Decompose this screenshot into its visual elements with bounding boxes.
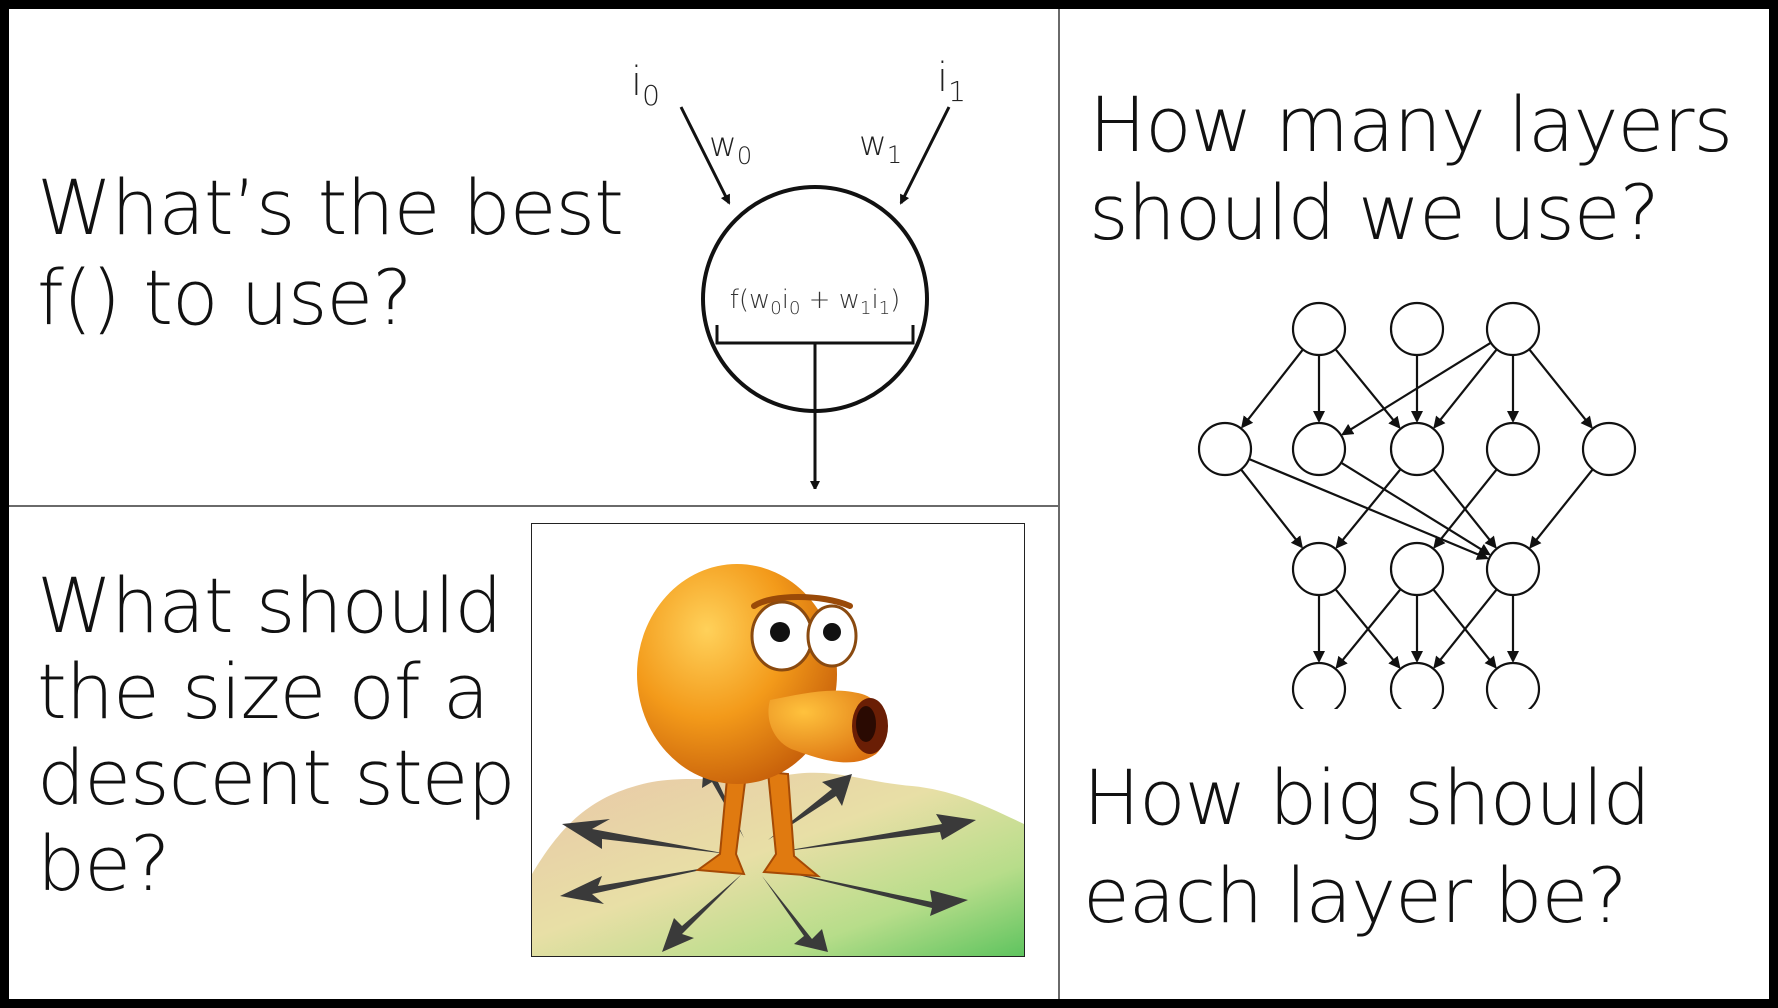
- layers-question-line-2: should we use?: [1089, 168, 1660, 257]
- right-leg: [762, 770, 822, 878]
- network-node-layer-2: [1291, 421, 1347, 477]
- step-size-question: What should the size of a descent step b…: [37, 561, 516, 908]
- network-node-layer-3: [1291, 541, 1347, 597]
- network-node-layer-3: [1485, 541, 1541, 597]
- network-node-layer-1: [1485, 301, 1541, 357]
- activation-question-line-2: f() to use?: [37, 253, 413, 342]
- layer-size-question: How big should each layer be?: [1083, 749, 1651, 945]
- input-0-label: i0: [631, 59, 660, 112]
- network-node-layer-4: [1389, 661, 1445, 709]
- step-size-question-line-3: descent step: [37, 733, 516, 822]
- network-node-layer-4: [1291, 661, 1347, 709]
- activation-question: What’s the best f() to use?: [37, 163, 624, 343]
- network-node-layer-2: [1389, 421, 1445, 477]
- slide: What’s the best f() to use? i0 i1 w0 w1: [9, 9, 1769, 999]
- left-pupil: [770, 622, 790, 642]
- network-edge: [1529, 468, 1594, 549]
- horizontal-divider: [9, 505, 1058, 507]
- network-node-layer-3: [1389, 541, 1445, 597]
- network-edge: [1341, 341, 1492, 436]
- network-edge: [1334, 348, 1401, 429]
- weight-0-label: w0: [709, 125, 752, 170]
- layers-question-line-1: How many layers: [1089, 80, 1733, 169]
- network-edge: [1241, 348, 1304, 429]
- qbert-character-icon: [531, 523, 1025, 957]
- network-edge: [1433, 468, 1498, 549]
- network-diagram: [1197, 301, 1637, 709]
- weight-1-label: w1: [859, 124, 902, 169]
- network-edges: [1240, 341, 1594, 669]
- neuron-diagram: i0 i1 w0 w1 f(w0i0 + w1i1): [631, 55, 966, 489]
- layer-size-question-line-1: How big should: [1083, 753, 1651, 842]
- step-size-question-line-1: What should: [37, 561, 503, 650]
- layers-question: How many layers should we use?: [1089, 80, 1733, 257]
- network-node-layer-1: [1291, 301, 1347, 357]
- network-edge: [1240, 468, 1303, 549]
- neuron-formula: f(w0i0 + w1i1): [730, 285, 901, 319]
- network-edge: [1433, 588, 1498, 669]
- input-0-arrow: [679, 106, 731, 205]
- brow: [751, 594, 853, 609]
- input-1-arrow: [899, 106, 951, 205]
- network-node-layer-2: [1485, 421, 1541, 477]
- network-node-layer-2: [1197, 421, 1253, 477]
- network-edge: [1335, 588, 1402, 669]
- layer-size-question-line-2: each layer be?: [1083, 851, 1628, 940]
- network-edge: [1340, 461, 1491, 556]
- network-edge: [1528, 348, 1593, 429]
- network-edge: [1335, 468, 1402, 549]
- step-size-question-line-2: the size of a: [37, 647, 489, 736]
- network-nodes: [1197, 301, 1637, 709]
- activation-question-line-1: What’s the best: [37, 163, 624, 252]
- network-edge: [1433, 348, 1498, 429]
- snout-inner: [856, 706, 876, 742]
- network-node-layer-1: [1389, 301, 1445, 357]
- network-node-layer-2: [1581, 421, 1637, 477]
- step-size-question-line-4: be?: [37, 819, 170, 908]
- vertical-divider: [1058, 9, 1060, 999]
- input-1-label: i1: [937, 55, 966, 108]
- network-node-layer-4: [1485, 661, 1541, 709]
- right-pupil: [823, 623, 841, 641]
